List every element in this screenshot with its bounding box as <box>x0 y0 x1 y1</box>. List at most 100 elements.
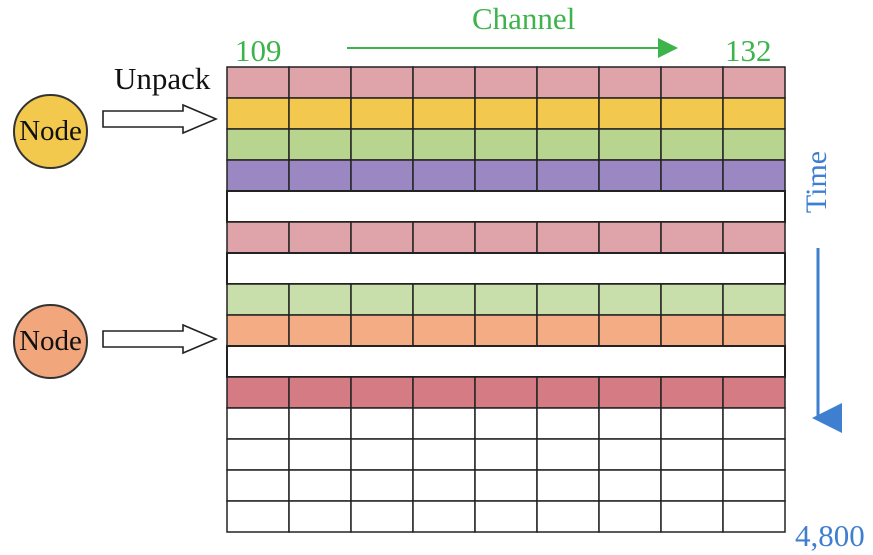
grid-cell <box>474 438 538 471</box>
grid-cell <box>722 283 786 316</box>
grid-cell <box>288 66 352 99</box>
grid-cell <box>350 407 414 440</box>
grid-cell <box>288 438 352 471</box>
unpack-arrow-1 <box>102 103 219 135</box>
grid-cell <box>474 314 538 347</box>
grid-cell <box>412 97 476 130</box>
grid-cell <box>598 283 662 316</box>
grid-cell <box>722 314 786 347</box>
grid-cell <box>412 128 476 161</box>
grid-cell <box>598 314 662 347</box>
grid-cell <box>350 314 414 347</box>
channel-end-label: 132 <box>725 33 772 68</box>
grid-cell <box>226 376 290 409</box>
grid-cell <box>226 66 290 99</box>
node-1-label: Node <box>19 115 82 147</box>
grid-cell <box>412 66 476 99</box>
grid-cell <box>660 407 724 440</box>
grid-empty-row <box>226 345 786 378</box>
grid-cell <box>722 66 786 99</box>
grid-cell <box>660 438 724 471</box>
grid-cell <box>722 407 786 440</box>
grid-cell <box>412 159 476 192</box>
grid-cell <box>536 283 600 316</box>
grid-cell <box>226 221 290 254</box>
grid-cell <box>288 97 352 130</box>
grid-cell <box>412 221 476 254</box>
grid-cell <box>598 438 662 471</box>
grid-cell <box>350 438 414 471</box>
grid-cell <box>722 438 786 471</box>
grid-cell <box>412 469 476 502</box>
grid-cell <box>722 376 786 409</box>
grid-cell <box>536 438 600 471</box>
grid-cell <box>598 469 662 502</box>
grid-cell <box>536 376 600 409</box>
grid-cell <box>226 283 290 316</box>
grid-cell <box>598 159 662 192</box>
grid-cell <box>598 128 662 161</box>
channel-start-label: 109 <box>235 33 282 68</box>
grid-cell <box>474 128 538 161</box>
grid-cell <box>722 159 786 192</box>
grid-cell <box>350 66 414 99</box>
grid-cell <box>722 97 786 130</box>
grid-cell <box>660 128 724 161</box>
grid-cell <box>598 66 662 99</box>
grid-cell <box>598 407 662 440</box>
grid-cell <box>350 376 414 409</box>
grid-cell <box>226 314 290 347</box>
grid-cell <box>288 283 352 316</box>
grid-cell <box>412 283 476 316</box>
grid-cell <box>722 469 786 502</box>
grid-cell <box>536 97 600 130</box>
grid-cell <box>350 469 414 502</box>
grid-empty-row <box>226 252 786 285</box>
grid-cell <box>350 97 414 130</box>
time-channel-grid <box>226 66 786 533</box>
grid-cell <box>288 376 352 409</box>
grid-cell <box>288 221 352 254</box>
grid-cell <box>722 500 786 533</box>
grid-cell <box>412 438 476 471</box>
grid-cell <box>536 221 600 254</box>
grid-cell <box>350 221 414 254</box>
grid-cell <box>598 500 662 533</box>
grid-cell <box>536 128 600 161</box>
unpack-label: Unpack <box>114 61 211 96</box>
grid-cell <box>660 500 724 533</box>
grid-cell <box>660 283 724 316</box>
grid-cell <box>412 407 476 440</box>
node-2: Node <box>13 304 88 379</box>
grid-cell <box>536 469 600 502</box>
grid-cell <box>474 407 538 440</box>
grid-cell <box>350 128 414 161</box>
grid-cell <box>598 376 662 409</box>
unpack-arrow-2 <box>102 323 219 355</box>
grid-cell <box>288 407 352 440</box>
grid-cell <box>474 97 538 130</box>
grid-cell <box>226 469 290 502</box>
grid-cell <box>226 407 290 440</box>
grid-cell <box>412 314 476 347</box>
grid-cell <box>722 128 786 161</box>
grid-cell <box>288 128 352 161</box>
grid-cell <box>660 376 724 409</box>
grid-cell <box>350 159 414 192</box>
grid-cell <box>660 97 724 130</box>
node-1: Node <box>13 94 88 169</box>
grid-cell <box>226 500 290 533</box>
grid-cell <box>536 407 600 440</box>
grid-cell <box>660 221 724 254</box>
grid-cell <box>412 376 476 409</box>
channel-title: Channel <box>472 1 576 36</box>
grid-cell <box>660 469 724 502</box>
grid-cell <box>474 500 538 533</box>
grid-cell <box>536 500 600 533</box>
grid-cell <box>226 438 290 471</box>
grid-cell <box>474 66 538 99</box>
grid-cell <box>288 500 352 533</box>
grid-empty-row <box>226 190 786 223</box>
